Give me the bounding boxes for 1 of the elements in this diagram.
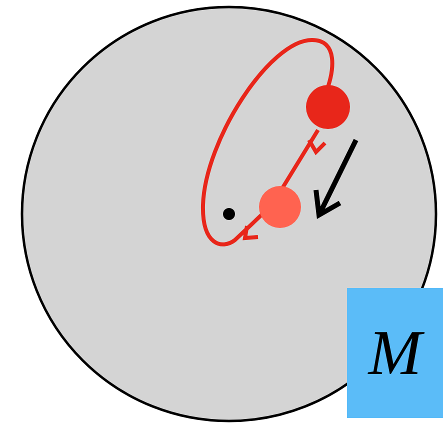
mass-box: M <box>347 288 443 418</box>
